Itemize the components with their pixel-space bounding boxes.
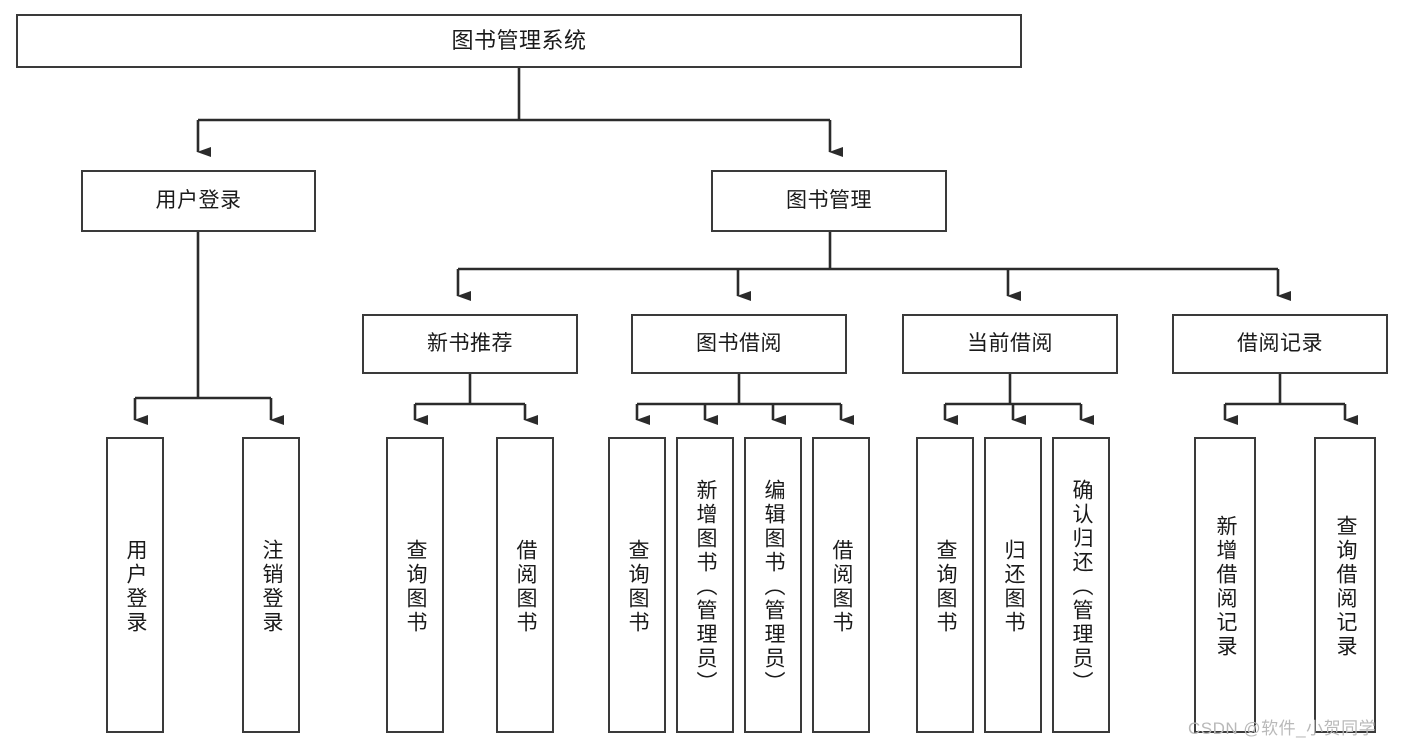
node-current-borrow[interactable]: 当前借阅 xyxy=(902,314,1118,374)
leaf-user-login-logout[interactable]: 注销登录 xyxy=(242,437,300,733)
node-label: 图书管理 xyxy=(786,188,872,212)
node-label: 归还图书 xyxy=(1002,539,1026,635)
leaf-current-borrow-query[interactable]: 查询图书 xyxy=(916,437,974,733)
node-new-book-recommend[interactable]: 新书推荐 xyxy=(362,314,578,374)
node-label: 图书借阅 xyxy=(696,331,782,355)
leaf-book-borrow-borrow[interactable]: 借阅图书 xyxy=(812,437,870,733)
leaf-book-borrow-add[interactable]: 新增图书（管理员） xyxy=(676,437,734,733)
node-book-borrow[interactable]: 图书借阅 xyxy=(631,314,847,374)
watermark-text: CSDN @软件_小贺同学 xyxy=(1188,719,1377,738)
node-label: 借阅图书 xyxy=(830,539,854,635)
leaf-borrow-record-add[interactable]: 新增借阅记录 xyxy=(1194,437,1256,733)
node-label: 注销登录 xyxy=(260,539,284,635)
node-label: 查询图书 xyxy=(934,539,958,635)
leaf-new-book-query[interactable]: 查询图书 xyxy=(386,437,444,733)
leaf-borrow-record-query[interactable]: 查询借阅记录 xyxy=(1314,437,1376,733)
node-label: 新书推荐 xyxy=(427,331,513,355)
node-label: 借阅图书 xyxy=(514,539,538,635)
node-root-system[interactable]: 图书管理系统 xyxy=(16,14,1022,68)
node-label: 查询借阅记录 xyxy=(1334,515,1358,659)
node-label: 借阅记录 xyxy=(1237,331,1323,355)
leaf-book-borrow-edit[interactable]: 编辑图书（管理员） xyxy=(744,437,802,733)
node-label: 编辑图书（管理员） xyxy=(762,479,786,695)
node-label: 新增借阅记录 xyxy=(1214,515,1238,659)
leaf-current-borrow-return[interactable]: 归还图书 xyxy=(984,437,1042,733)
node-label: 查询图书 xyxy=(626,539,650,635)
leaf-new-book-borrow[interactable]: 借阅图书 xyxy=(496,437,554,733)
node-label: 新增图书（管理员） xyxy=(694,479,718,695)
node-book-management[interactable]: 图书管理 xyxy=(711,170,947,232)
leaf-book-borrow-query[interactable]: 查询图书 xyxy=(608,437,666,733)
leaf-user-login-login[interactable]: 用户登录 xyxy=(106,437,164,733)
node-label: 确认归还（管理员） xyxy=(1070,479,1094,695)
node-label: 当前借阅 xyxy=(967,331,1053,355)
leaf-current-borrow-confirm-return[interactable]: 确认归还（管理员） xyxy=(1052,437,1110,733)
node-label: 用户登录 xyxy=(155,188,242,212)
node-user-login[interactable]: 用户登录 xyxy=(81,170,316,232)
node-label: 用户登录 xyxy=(124,539,148,635)
node-label: 查询图书 xyxy=(404,539,428,635)
node-label: 图书管理系统 xyxy=(451,28,587,54)
node-borrow-record[interactable]: 借阅记录 xyxy=(1172,314,1388,374)
